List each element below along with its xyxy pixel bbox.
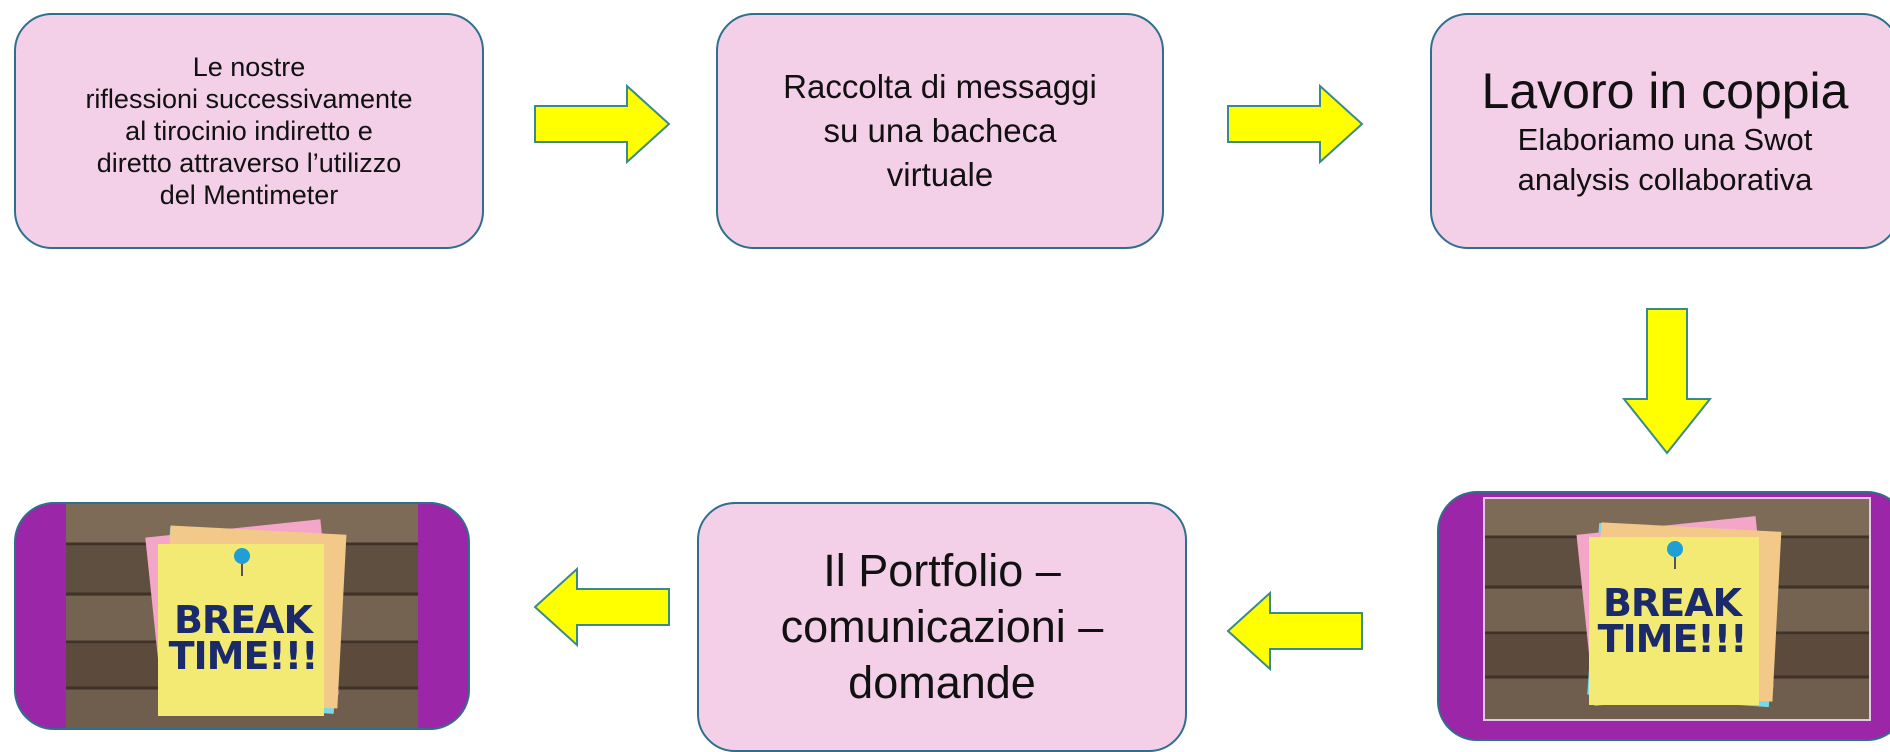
break-time-text: BREAK TIME!!! — [158, 598, 328, 678]
arrow-down-icon — [1622, 308, 1712, 455]
arrow-right-icon — [534, 84, 671, 164]
step1-line: al tirocinio indiretto e — [125, 116, 373, 146]
step3-title: Lavoro in coppia — [1481, 63, 1849, 119]
arrow-left-icon — [1226, 591, 1363, 671]
step2-line: virtuale — [886, 156, 994, 193]
step1-line: diretto attraverso l’utilizzo — [96, 148, 402, 178]
step-box-virtual-board: Raccolta di messaggi su una bacheca virt… — [716, 13, 1164, 249]
step5-line: comunicazioni – — [780, 601, 1104, 652]
break-time-photo — [1483, 497, 1871, 721]
step1-line: del Mentimeter — [159, 180, 339, 210]
step-box-reflections: Le nostre riflessioni successivamente al… — [14, 13, 484, 249]
step1-line: Le nostre — [192, 52, 306, 82]
step5-line: Il Portfolio – — [823, 545, 1061, 596]
step1-line: riflessioni successivamente — [85, 84, 413, 114]
step3-line: analysis collaborativa — [1517, 162, 1813, 197]
step-box-portfolio: Il Portfolio – comunicazioni – domande — [697, 502, 1187, 752]
step2-line: Raccolta di messaggi — [783, 68, 1097, 105]
break-time-image-frame: BREAK TIME!!! — [14, 502, 470, 730]
arrow-left-icon — [533, 567, 670, 647]
arrow-right-icon — [1227, 84, 1364, 164]
break-text-line: BREAK — [173, 598, 313, 642]
break-text-line: TIME!!! — [1597, 617, 1748, 661]
break-time-image-frame: BREAK TIME!!! — [1437, 491, 1890, 741]
break-text-line: BREAK — [1602, 581, 1742, 625]
break-time-text: BREAK TIME!!! — [1587, 581, 1757, 661]
step2-line: su una bacheca — [823, 112, 1057, 149]
break-text-line: TIME!!! — [168, 634, 319, 678]
step-box-pair-work: Lavoro in coppia Elaboriamo una Swot ana… — [1430, 13, 1890, 249]
break-time-photo — [66, 504, 418, 728]
step5-line: domande — [848, 657, 1036, 708]
step3-line: Elaboriamo una Swot — [1517, 122, 1813, 157]
